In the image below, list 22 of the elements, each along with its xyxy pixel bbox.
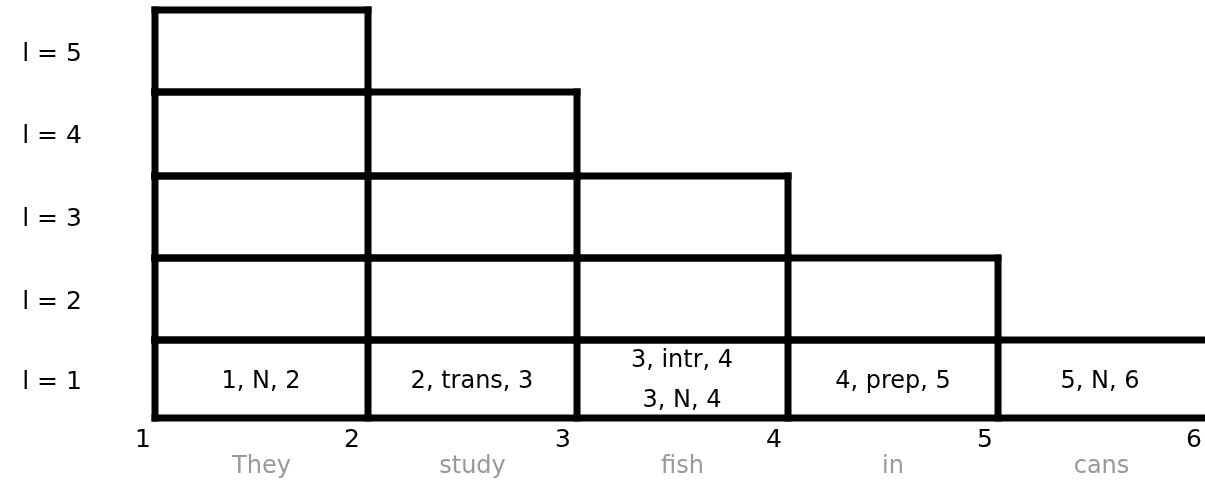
word-label: fish [661,453,704,477]
level-label: l = 4 [22,121,82,147]
position-number: 2 [344,425,360,451]
word-label: They [232,453,291,477]
cell-entry: 4, prep, 5 [835,368,951,392]
position-number: 4 [766,425,782,451]
level-label: l = 3 [22,204,82,230]
cell-entry: 5, N, 6 [1060,368,1140,392]
position-number: 6 [1186,425,1202,451]
position-number: 3 [555,425,571,451]
level-label: l = 1 [22,367,82,393]
position-number: 1 [135,425,151,451]
word-label: study [439,453,506,477]
level-label: l = 5 [22,39,82,65]
word-label: in [882,453,904,477]
cell-entry: 2, trans, 3 [410,368,534,392]
level-label: l = 2 [22,287,82,313]
cell-entry: 3, N, 4 [642,387,722,411]
position-number: 5 [977,425,993,451]
cell-entry: 1, N, 2 [221,368,301,392]
cell-entry: 3, intr, 4 [630,347,734,371]
word-label: cans [1073,453,1130,477]
